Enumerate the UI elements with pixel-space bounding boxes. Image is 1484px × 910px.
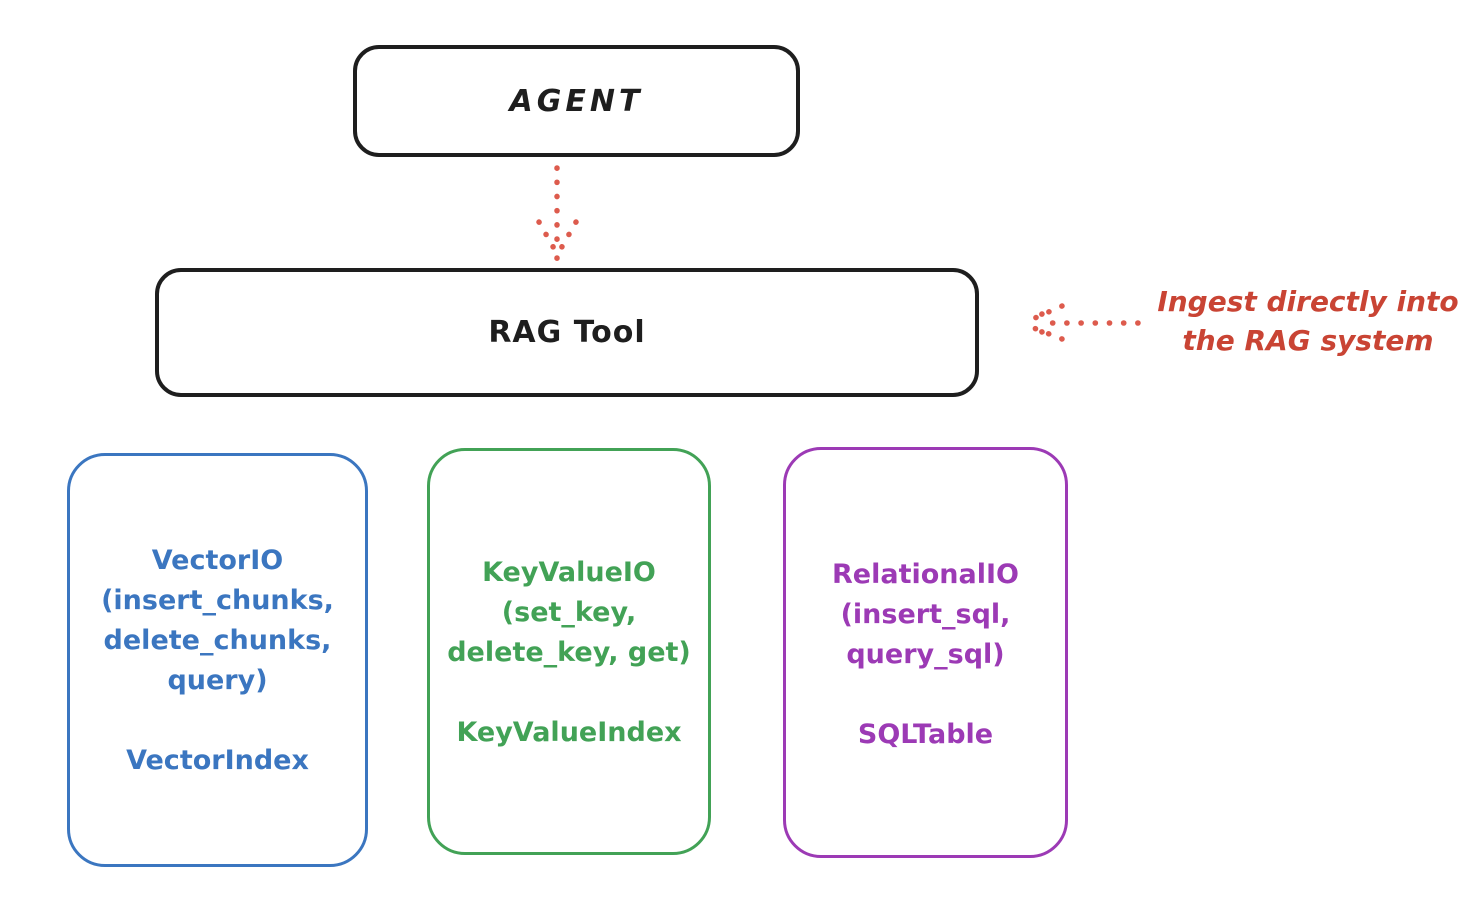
text-line: KeyValueIndex [456,717,682,748]
vector-io-box: VectorIO (insert_chunks, delete_chunks,que… [67,453,368,867]
text-line: VectorIO [151,545,284,576]
text-line: RelationalIO [832,559,1019,590]
text-line: (set_key, [501,597,637,628]
keyvalue-io-box: KeyValueIO (set_key, delete_key, get) KeyVa… [427,448,711,855]
text-line [430,673,708,713]
text-line: query) [167,665,268,696]
agent-box: AGENT [353,45,800,157]
text-line: (insert_sql, [840,599,1011,630]
ingest-dotted-arrow-icon [1023,303,1141,342]
text-line [70,701,365,741]
vector-io-text: VectorIO (insert_chunks, delete_chunks,que… [70,541,365,781]
text-line: VectorIndex [126,745,309,776]
text-line: SQLTable [857,719,994,750]
text-line: delete_chunks, [103,625,332,656]
text-line: the RAG system [1182,324,1434,357]
agent-to-ragtool-dotted-arrow-icon [536,165,579,262]
agent-label: AGENT [509,83,644,119]
rag-tool-label: RAG Tool [488,315,646,350]
text-line [786,675,1065,715]
relational-io-text: RelationalIO (insert_sql, query_sql) SQLTab… [786,555,1065,755]
text-line: delete_key, get) [447,637,691,668]
text-line: Ingest directly into [1157,285,1459,318]
text-line: KeyValueIO [482,557,656,588]
keyvalue-io-text: KeyValueIO (set_key, delete_key, get) KeyVa… [430,553,708,753]
relational-io-box: RelationalIO (insert_sql, query_sql) SQLTab… [783,447,1068,858]
text-line: query_sql) [846,639,1005,670]
text-line: (insert_chunks, [101,585,334,616]
rag-tool-box: RAG Tool [155,268,979,397]
ingest-annotation: Ingest directly into the RAG system [1138,282,1478,360]
